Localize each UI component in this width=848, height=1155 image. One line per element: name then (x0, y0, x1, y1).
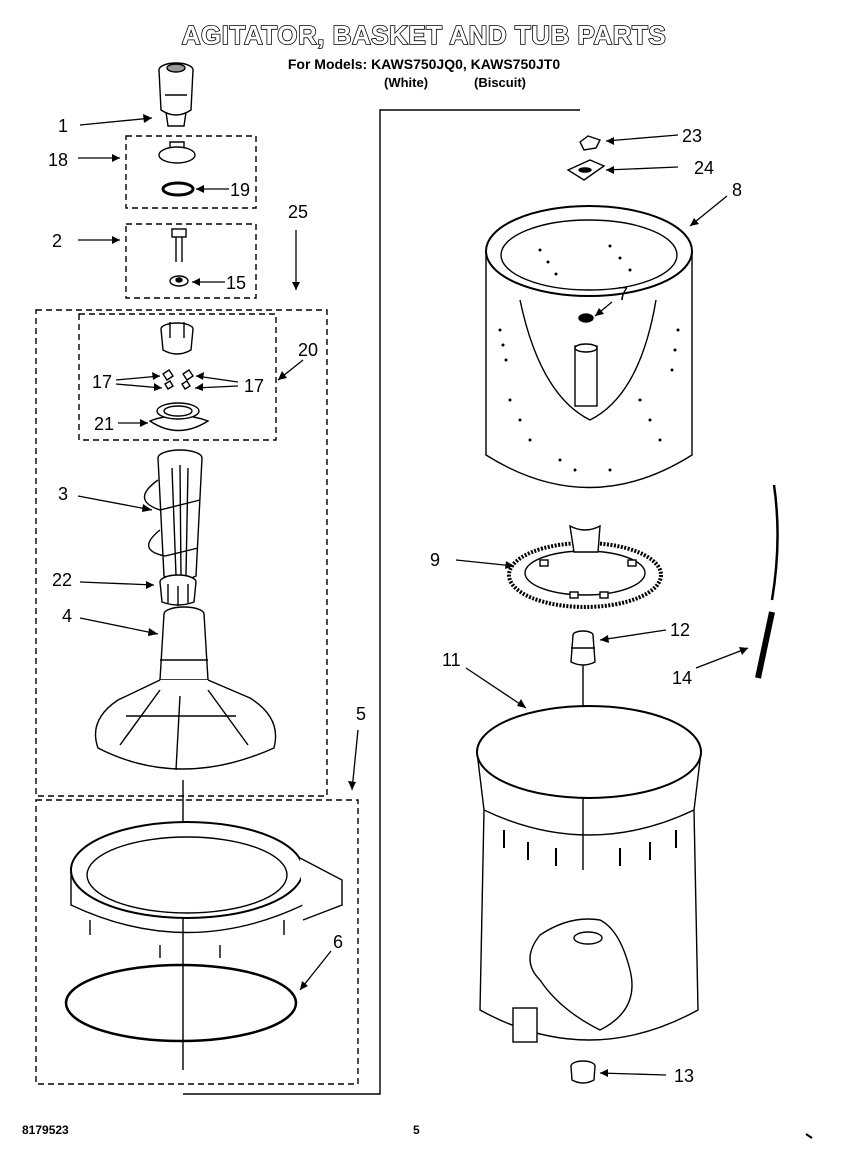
callout-21: 21 (94, 414, 114, 434)
callout-6: 6 (333, 932, 343, 952)
group-box-25 (35, 309, 328, 797)
corner-mark (805, 1133, 813, 1139)
callout-23: 23 (682, 126, 702, 146)
clutch-part (159, 574, 197, 606)
tub-ring-part (70, 821, 343, 958)
o-ring-part (161, 181, 195, 197)
callout-1: 1 (58, 116, 68, 136)
callout-22: 22 (52, 570, 72, 590)
callout-5: 5 (356, 704, 366, 724)
callout-7: 7 (618, 284, 628, 304)
callout-18: 18 (48, 150, 68, 170)
group-box-18-19 (125, 135, 257, 209)
hub-seal-part (570, 630, 596, 666)
bolt-part (171, 228, 187, 262)
callout-17-right: 17 (244, 376, 264, 396)
page-number: 5 (413, 1123, 420, 1137)
basket-clip-part (566, 159, 606, 181)
basket-drive-hub-part (507, 524, 663, 609)
agitator-cam-part (160, 322, 194, 355)
callout-25: 25 (288, 202, 308, 222)
callout-11: 11 (442, 650, 461, 670)
document-number: 8179523 (22, 1123, 69, 1137)
callout-15: 15 (226, 273, 246, 293)
cam-ring-part (148, 402, 210, 432)
variant-biscuit: (Biscuit) (474, 75, 526, 90)
page-title: AGITATOR, BASKET AND TUB PARTS (181, 19, 667, 51)
tub-gasket-part (64, 963, 298, 1043)
callout-24: 24 (694, 158, 714, 178)
cap-adapter-part (158, 141, 196, 164)
spin-basket-part (485, 205, 693, 489)
group-box-5 (35, 799, 359, 1085)
callout-4: 4 (62, 606, 72, 626)
hose-part (755, 484, 779, 679)
callout-3: 3 (58, 484, 68, 504)
callout-20: 20 (298, 340, 318, 360)
drain-fitting-part (570, 1060, 596, 1084)
connector-line (183, 109, 580, 1095)
callout-2: 2 (52, 231, 62, 251)
callout-9: 9 (430, 550, 440, 570)
agitator-dog-part (162, 369, 194, 390)
outer-tub-part (476, 705, 702, 1043)
callout-8: 8 (732, 180, 742, 200)
variant-white: (White) (384, 75, 429, 90)
callout-14: 14 (672, 668, 692, 688)
lower-agitator-part (94, 606, 277, 771)
group-box-2-15 (125, 223, 257, 299)
auger-part (143, 449, 203, 581)
arrowheads (112, 114, 748, 1077)
callout-numbers: 1 18 19 2 15 25 20 17 17 21 3 22 4 5 6 2… (48, 116, 742, 1086)
callout-17-left: 17 (92, 372, 112, 392)
basket-nut-part (579, 135, 601, 151)
agitator-cap-part (158, 62, 194, 127)
models-line: For Models: KAWS750JQ0, KAWS750JT0 (287, 56, 561, 72)
group-box-20 (78, 313, 277, 441)
washer-part (169, 275, 189, 287)
callout-13: 13 (674, 1066, 694, 1086)
callout-12: 12 (670, 620, 690, 640)
callout-19: 19 (230, 180, 250, 200)
